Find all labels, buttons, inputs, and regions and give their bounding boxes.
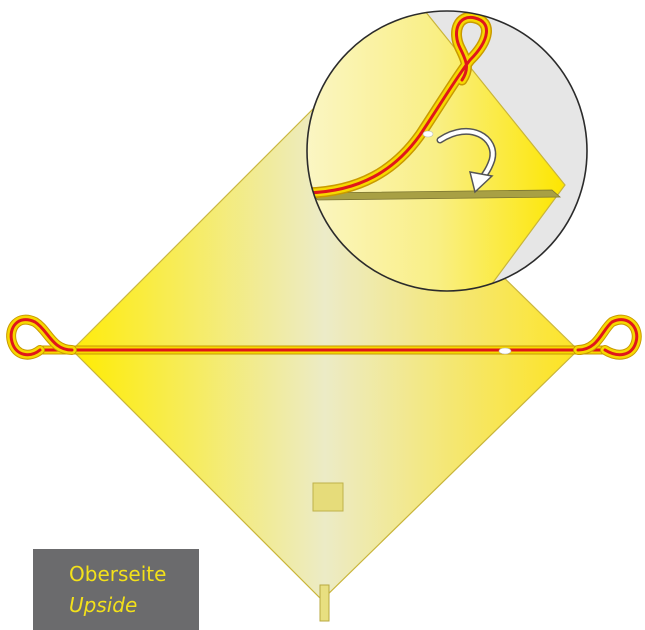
zoom-stitch-marker bbox=[423, 131, 433, 137]
side-label-english: Upside bbox=[69, 593, 137, 617]
bottom-tab bbox=[320, 585, 329, 621]
right-strap-loop bbox=[578, 320, 637, 355]
fabric-patch bbox=[313, 483, 343, 511]
side-label-box: Oberseite Upside bbox=[33, 549, 199, 630]
side-label-german: Oberseite bbox=[69, 562, 166, 586]
strap-stitch-marker bbox=[499, 348, 511, 354]
left-strap-loop bbox=[11, 320, 72, 355]
